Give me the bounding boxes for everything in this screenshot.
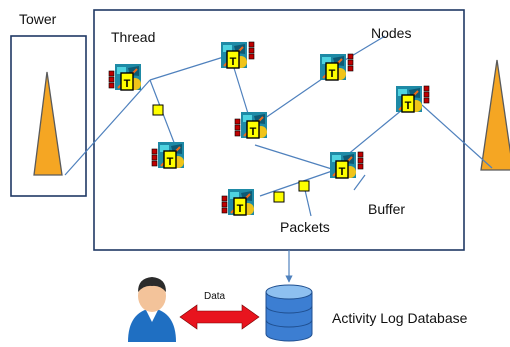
sensor-node-icon [395,85,430,113]
sensor-node-icon [319,53,354,81]
node-letter: T [329,68,336,80]
thread-label: Thread [111,29,155,45]
node-letter: T [230,56,237,68]
packets-label: Packets [280,219,330,235]
tower-box [10,35,87,197]
node-letter: T [339,166,346,178]
database-label: Activity Log Database [332,310,468,326]
node-letter: T [167,156,174,168]
double-arrow-icon [179,304,260,330]
packet-icon [298,180,310,192]
tower-icon-right [480,59,510,171]
buffer-label: Buffer [368,201,405,217]
sensor-node-icon [220,41,255,69]
tower-label: Tower [19,11,57,27]
node-letter: T [250,126,257,138]
database-icon [265,284,313,342]
node-letter: T [405,100,412,112]
nodes-label: Nodes [371,25,411,41]
network-frame [93,9,465,251]
packet-icon [273,191,285,203]
node-letter: T [124,78,131,90]
data-label: Data [204,291,226,302]
tower-icon [33,71,63,176]
user-icon [128,277,176,342]
network-links [64,35,493,217]
sensor-node-icon [329,151,364,179]
node-letter: T [237,203,244,215]
packet-icon [152,104,164,116]
